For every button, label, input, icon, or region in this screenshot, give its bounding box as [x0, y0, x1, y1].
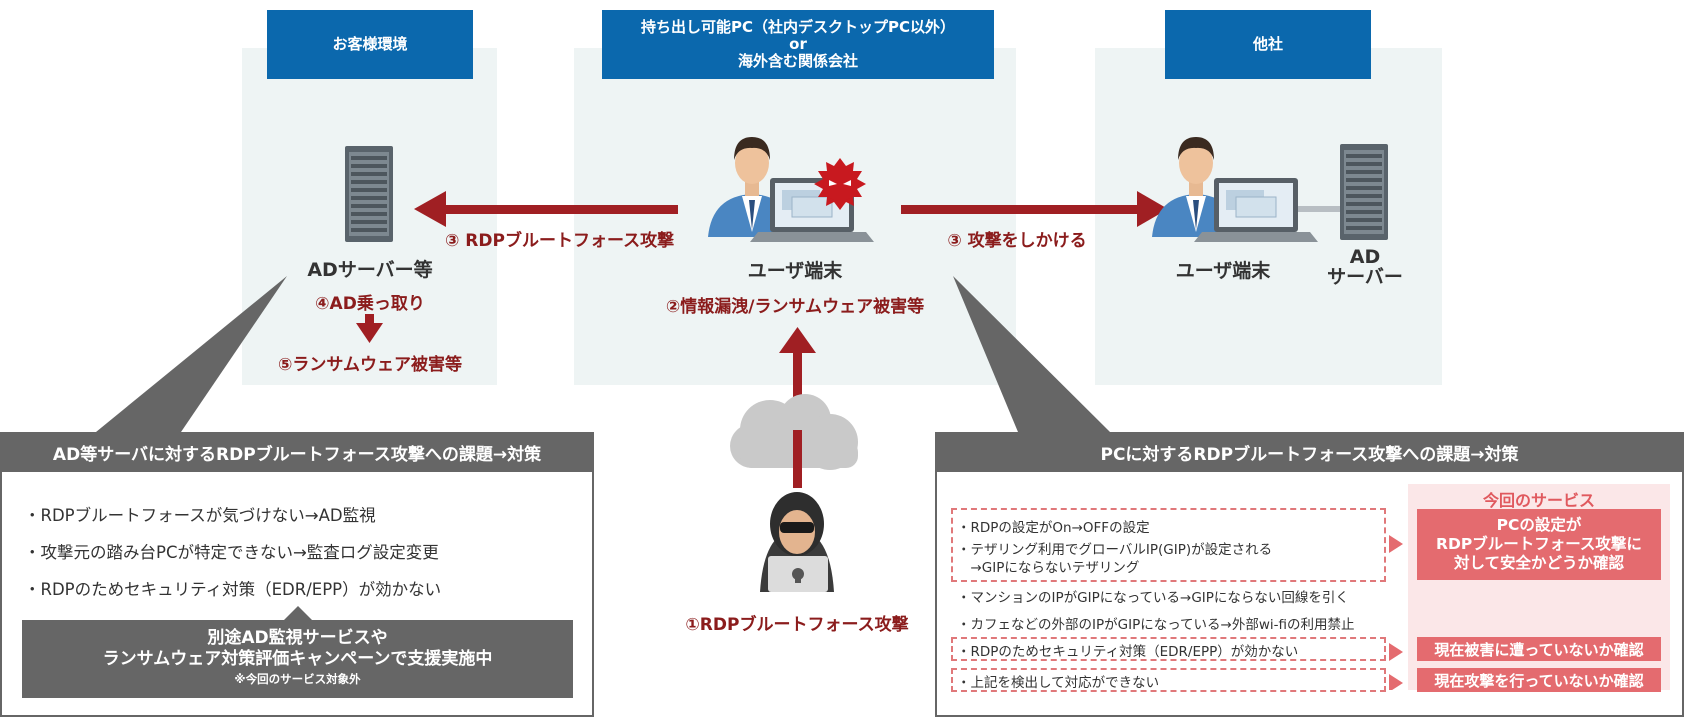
left-panel-title-text: AD等サーバに対するRDPブルートフォース攻撃への課題→対策	[52, 444, 542, 465]
rdp-attack-origin-label: ①RDPブルートフォース攻撃	[685, 615, 909, 635]
portable-zone-title-line2: or	[789, 35, 807, 53]
left-bullet-1: ・RDPブルートフォースが気づけない→AD監視	[24, 506, 376, 525]
ad-server-right-line1: AD	[1349, 246, 1381, 268]
service-pc-setting-check: PCの設定が RDPブルートフォース攻撃に 対して安全かどうか確認	[1417, 509, 1661, 580]
support-box-pointer	[283, 606, 313, 621]
network-line	[1298, 206, 1342, 212]
left-panel-title: AD等サーバに対するRDPブルートフォース攻撃への課題→対策	[0, 432, 594, 472]
right-callout-wedge	[953, 276, 1110, 432]
support-line-1: 別途AD監視サービスや	[207, 628, 388, 648]
ad-server-right-label: AD サーバー	[1325, 247, 1405, 287]
user-terminal-right-label: ユーザ端末	[1175, 260, 1271, 282]
user-terminal-center-label: ユーザ端末	[747, 260, 843, 282]
support-line-2: ランサムウェア対策評価キャンペーンで支援実施中	[102, 649, 493, 669]
cloud-icon	[730, 394, 858, 470]
right-arrow-head	[1137, 191, 1168, 227]
server-icon-left	[345, 146, 393, 242]
hacker-icon	[760, 492, 834, 592]
ad-takeover-label: ④AD乗っ取り	[315, 294, 425, 314]
rdp-attack-left-label: ③ RDPブルートフォース攻撃	[445, 231, 675, 251]
right-arrow-shaft	[901, 205, 1137, 214]
issue-group-detect	[951, 668, 1386, 692]
portable-zone-title-line1: 持ち出し可能PC（社内デスクトップPC以外）	[640, 18, 955, 36]
left-bullet-2: ・攻撃元の踏み台PCが特定できない→監査ログ設定変更	[24, 543, 439, 562]
portable-zone-title-line3: 海外含む関係会社	[737, 52, 858, 70]
issue-detect: ・上記を検出して対応ができない	[957, 675, 1160, 691]
customer-zone-title: お客様環境	[332, 35, 408, 53]
service-1-line-3: 対して安全かどうか確認	[1453, 554, 1625, 572]
service-3-label: 現在攻撃を行っていないか確認	[1434, 671, 1644, 690]
right-panel-title: PCに対するRDPブルートフォース攻撃への課題→対策	[935, 432, 1684, 472]
issue-tethering: ・テザリング利用でグローバルIP(GIP)が設定される	[957, 542, 1273, 558]
service-attack-check: 現在攻撃を行っていないか確認	[1417, 668, 1661, 692]
laptop-icon-right	[1194, 178, 1318, 242]
other-company-zone-header: 他社	[1165, 10, 1371, 79]
up-arrow-head	[779, 327, 816, 353]
left-bullet-3: ・RDPのためセキュリティ対策（EDR/EPP）が効かない	[24, 580, 442, 599]
virus-icon	[814, 158, 866, 210]
issue-mansion-ip: ・マンションのIPがGIPになっている→GIPにならない回線を引く	[957, 590, 1349, 606]
portable-zone-header: 持ち出し可能PC（社内デスクトップPC以外） or 海外含む関係会社	[602, 10, 994, 79]
support-note: ※今回のサービス対象外	[234, 672, 361, 686]
service-damage-check: 現在被害に遭っていないか確認	[1417, 637, 1661, 661]
pointer-2	[1389, 643, 1403, 661]
service-1-line-2: RDPブルートフォース攻撃に	[1436, 535, 1642, 553]
server-icon-right	[1340, 144, 1388, 240]
other-company-zone-title: 他社	[1252, 35, 1283, 53]
service-2-label: 現在被害に遭っていないか確認	[1434, 640, 1644, 659]
issue-rdp-setting: ・RDPの設定がOn→OFFの設定	[957, 520, 1150, 536]
issue-tethering-fix: →GIPにならないテザリング	[957, 560, 1140, 576]
issue-cafe-ip: ・カフェなどの外部のIPがGIPになっている→外部wi-fiの利用禁止	[957, 617, 1355, 633]
down-arrow-shaft	[365, 314, 374, 324]
service-pointers	[1389, 535, 1403, 690]
issue-group-1	[951, 508, 1386, 582]
support-box: 別途AD監視サービスや ランサムウェア対策評価キャンペーンで支援実施中 ※今回の…	[22, 620, 573, 698]
pointer-1	[1389, 535, 1403, 553]
service-header: 今回のサービス	[1482, 491, 1595, 510]
leak-damage-label: ②情報漏洩/ランサムウェア被害等	[665, 297, 925, 317]
issue-group-edr	[951, 637, 1386, 661]
attack-right-label: ③ 攻撃をしかける	[947, 231, 1087, 251]
pointer-3	[1389, 674, 1403, 690]
right-panel-title-text: PCに対するRDPブルートフォース攻撃への課題→対策	[1100, 444, 1519, 465]
issue-edr: ・RDPのためセキュリティ対策（EDR/EPP）が効かない	[957, 644, 1299, 660]
ransomware-damage-label: ⑤ランサムウェア被害等	[277, 355, 463, 375]
left-arrow-head	[414, 191, 446, 227]
left-arrow-shaft	[445, 205, 678, 214]
down-arrow-head	[356, 323, 383, 343]
ad-server-label: ADサーバー等	[307, 259, 433, 281]
ad-server-right-line2: サーバー	[1327, 266, 1403, 288]
left-callout-wedge	[96, 276, 287, 432]
service-1-line-1: PCの設定が	[1496, 516, 1582, 534]
customer-zone-header: お客様環境	[267, 10, 473, 79]
